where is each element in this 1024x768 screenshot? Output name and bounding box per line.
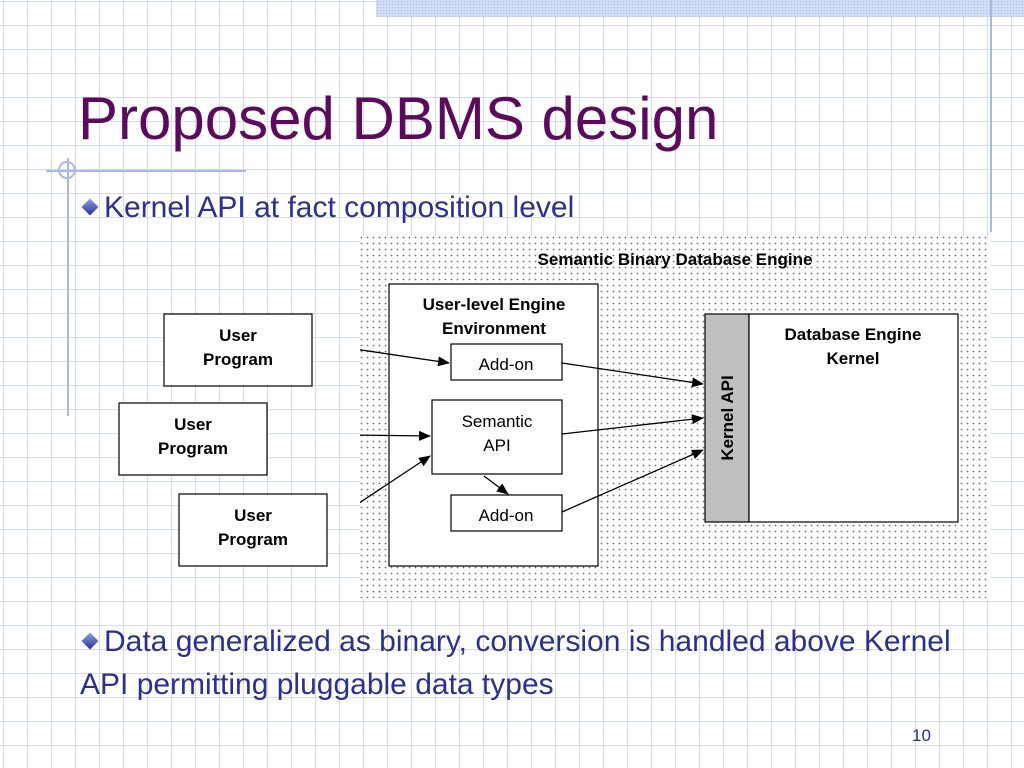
user-program-label-line2: Program xyxy=(158,439,228,458)
db-kernel-box xyxy=(748,313,959,523)
user-program-box xyxy=(118,402,268,476)
semantic-api-label-line2: API xyxy=(483,436,510,455)
kernel-api-label: Kernel API xyxy=(718,375,737,460)
semantic-api-label-line1: Semantic xyxy=(462,412,533,431)
user-program-box xyxy=(163,313,313,387)
page-number: 10 xyxy=(912,726,931,745)
user-level-env-label-line1: User-level Engine xyxy=(423,295,566,314)
semantic-api-box xyxy=(431,399,563,475)
db-kernel-label-line1: Database Engine xyxy=(785,325,922,344)
user-program-label-line1: User xyxy=(174,415,212,434)
decorative-left-line xyxy=(67,158,69,416)
decorative-circle xyxy=(58,161,76,179)
addon-bottom-box xyxy=(450,494,563,532)
user-program-label-line2: Program xyxy=(203,350,273,369)
addon-top-label: Add-on xyxy=(479,355,534,374)
arrow-semantic-to-kernel xyxy=(561,414,704,435)
arrow-addon-top-to-kernel xyxy=(561,362,704,388)
architecture-diagram: Semantic Binary Database Engine User-lev… xyxy=(360,236,990,598)
user-level-env-label-line2: Environment xyxy=(442,319,546,338)
decorative-title-underline xyxy=(46,170,246,172)
arrow-program2-to-semantic xyxy=(360,430,431,441)
bullet-text: Data generalized as binary, conversion i… xyxy=(80,625,951,701)
kernel-api-bar xyxy=(704,313,750,523)
user-program-label-line1: User xyxy=(234,506,272,525)
arrow-semantic-to-addon-bottom xyxy=(483,475,509,495)
arrow-addon-bottom-to-kernel xyxy=(561,449,704,513)
db-kernel-label-line2: Kernel xyxy=(827,349,880,368)
bullet-text: Kernel API at fact composition level xyxy=(104,191,575,224)
bullet-item: Kernel API at fact composition level xyxy=(80,186,574,229)
decorative-top-band xyxy=(376,0,1024,17)
user-program-label-line2: Program xyxy=(218,530,288,549)
user-program-label-line1: User xyxy=(219,326,257,345)
addon-top-box xyxy=(450,343,563,381)
engine-label: Semantic Binary Database Engine xyxy=(538,250,813,269)
addon-bottom-label: Add-on xyxy=(479,506,534,525)
user-program-box xyxy=(178,493,328,567)
slide-title: Proposed DBMS design xyxy=(78,85,719,152)
decorative-right-line xyxy=(990,0,992,232)
arrow-program3-to-semantic xyxy=(360,455,431,504)
bullet-item: Data generalized as binary, conversion i… xyxy=(80,620,980,706)
diamond-bullet-icon xyxy=(81,632,99,650)
arrow-program1-to-addon xyxy=(360,349,450,367)
